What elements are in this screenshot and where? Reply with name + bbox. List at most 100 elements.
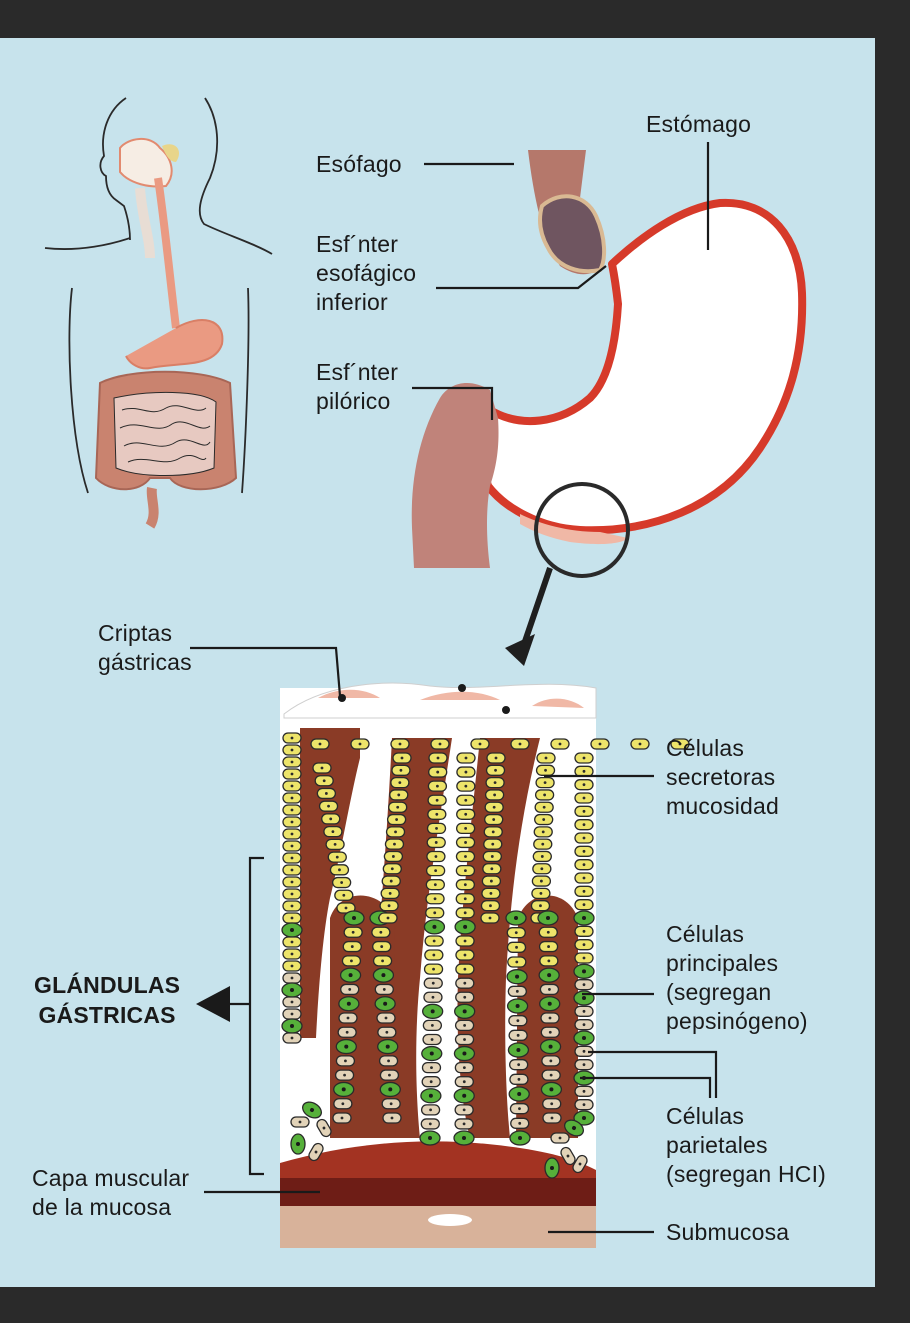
mucus-cell [574,859,594,871]
chief-cell [454,1118,474,1130]
chief-cell [421,1076,441,1088]
mucus-cell [574,845,594,857]
parietal-cell [419,1130,441,1146]
label-esfinter-pilorico: Esf´nter pilórico [316,359,399,414]
glands-arrow-icon [196,986,230,1022]
parietal-cell [573,910,595,926]
parietal-cell [453,1045,476,1062]
chief-cell [454,1076,474,1088]
mucus-cell [630,738,650,750]
mucus-cell [430,738,450,750]
parietal-cell [374,996,396,1012]
chief-cell [378,1055,399,1067]
mucus-cell [482,850,502,863]
mucus-cell [482,863,502,875]
chief-cell [379,1069,400,1081]
mucus-cell [325,838,345,851]
mucus-cell [538,926,558,938]
mucus-cell [455,963,475,975]
mucus-cell [282,744,302,756]
mucus-cell [282,840,302,852]
chief-cell [422,1033,442,1046]
stomach-anatomy-illustration [44,97,807,1248]
mucus-cell [574,819,594,831]
mucus-cell [378,912,398,924]
mucus-cell [481,875,502,887]
chief-cell [542,1112,562,1124]
mucus-cell [455,935,475,947]
mucus-cell [486,752,506,764]
mucus-cell [381,875,401,887]
chief-cell [376,1012,396,1024]
mucus-cell [484,801,504,813]
mucus-cell [484,813,504,826]
diagram-panel: Estómago Esófago Esf´nter esofágico infe… [0,38,875,1287]
mucus-cell [533,826,553,838]
parietal-cell [421,1045,443,1062]
mucus-cell [483,826,503,838]
mucus-cell [389,789,409,801]
parietal-cell [379,1081,401,1098]
chief-cell [282,972,302,984]
mucus-cell [480,900,501,912]
mucus-cell [455,836,476,849]
mucus-cell [510,738,530,750]
parietal-cell [507,1042,530,1058]
mucus-cell [534,801,554,813]
mucus-cell [574,885,594,897]
chief-cell [422,1019,443,1032]
mucus-cell [574,899,594,911]
mucus-cell [455,879,475,891]
mucus-cell [382,863,402,875]
chief-cell [574,979,594,991]
label-celulas-mucosidad: Células secretoras mucosidad [666,735,780,819]
mucus-cell [331,876,352,889]
chief-cell [382,1112,402,1124]
mucus-cell [425,907,445,919]
label-estomago: Estómago [646,111,752,137]
mucus-cell [314,775,334,787]
mucus-cell [342,940,362,953]
mucus-cell [386,813,407,826]
chief-cell [340,983,360,996]
chief-cell [509,1103,530,1115]
mucus-cell [455,850,476,863]
chief-cell [282,1032,302,1044]
mucus-cell [282,756,302,768]
mucus-cell [282,792,302,804]
parietal-cell [420,1088,442,1104]
mucus-cell [456,752,476,764]
parietal-cell [281,1018,303,1034]
mucus-cell [343,926,363,938]
human-body-silhouette [44,97,273,494]
parietal-cell [454,1003,476,1019]
mucus-cell [534,813,554,826]
mucus-cell [480,912,500,924]
mucus-cell [384,838,405,850]
mucus-cell [282,780,302,792]
chief-cell [541,1055,561,1067]
mucus-cell [334,889,354,901]
mucus-cell [530,900,551,912]
digestive-system [94,138,238,529]
mucus-cell [483,838,503,850]
mucus-cell [574,805,594,817]
mucus-cell [535,776,555,789]
mucus-cell [574,752,594,764]
chief-cell [540,1026,560,1038]
mucus-cell [574,832,594,844]
parietal-cell [453,1130,475,1146]
mucus-cell [426,836,446,849]
mucus-cell [531,887,551,900]
label-esofago: Esófago [316,151,402,177]
mucus-cell [536,752,556,764]
parietal-cell [372,967,395,983]
mucus-cell [427,808,447,820]
parietal-cell [506,969,528,985]
parietal-cell [539,996,561,1012]
mucus-cell [312,762,332,774]
parietal-cell [335,1038,357,1055]
mucus-cell [282,900,302,912]
chief-cell [508,1029,528,1041]
mucus-cell [329,864,350,876]
